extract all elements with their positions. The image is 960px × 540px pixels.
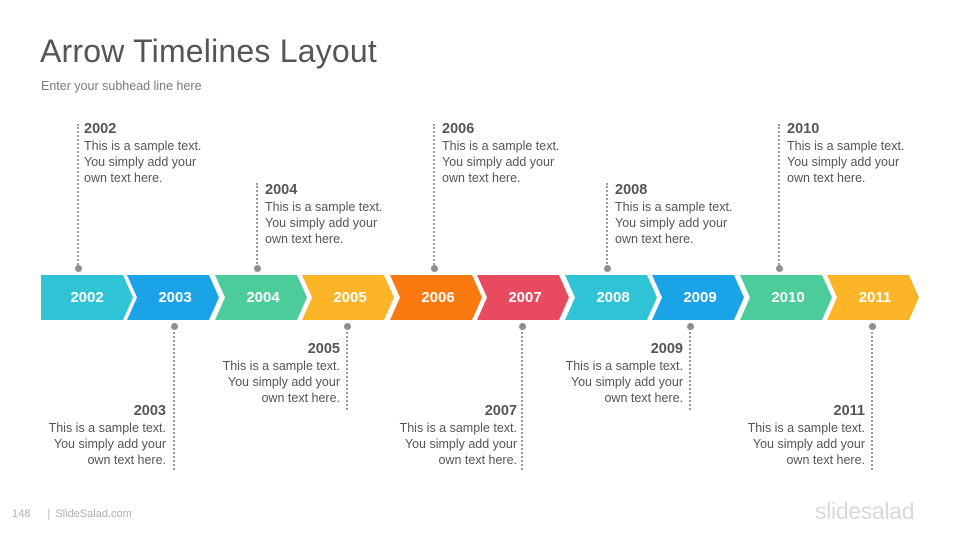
timeline-arrow-2005: 2005 [302,275,394,320]
connector-dot-2002 [75,265,82,272]
timeline-arrow-2004: 2004 [215,275,307,320]
connector-dot-2010 [776,265,783,272]
note-year: 2010 [787,121,820,137]
timeline-arrow-2003: 2003 [127,275,219,320]
connector-dot-2004 [254,265,261,272]
connector-line-2010 [778,124,780,268]
note-2005: 2005 This is a sample text. You simply a… [200,340,340,406]
timeline-arrow-2010: 2010 [740,275,832,320]
connector-line-2003 [173,328,175,470]
note-2010: 2010 This is a sample text. You simply a… [787,120,927,186]
note-2008: 2008 This is a sample text. You simply a… [615,181,755,247]
note-year: 2005 [307,341,340,357]
connector-line-2007 [521,328,523,470]
note-text: This is a sample text. You simply add yo… [565,359,683,405]
note-2011: 2011 This is a sample text. You simply a… [725,402,865,468]
note-year: 2002 [84,121,117,137]
note-2006: 2006 This is a sample text. You simply a… [442,120,582,186]
connector-line-2005 [346,328,348,410]
note-2004: 2004 This is a sample text. You simply a… [265,181,405,247]
timeline-arrow-2002: 2002 [41,275,133,320]
note-year: 2004 [265,182,298,198]
note-text: This is a sample text. You simply add yo… [787,139,905,185]
arrow-label: 2007 [508,289,542,306]
connector-line-2008 [606,183,608,268]
arrow-label: 2009 [683,289,717,306]
note-2003: 2003 This is a sample text. You simply a… [26,402,166,468]
connector-line-2002 [77,124,79,268]
note-text: This is a sample text. You simply add yo… [265,200,383,246]
connector-dot-2003 [171,323,178,330]
note-year: 2009 [650,341,683,357]
connector-line-2006 [433,124,435,268]
timeline-arrow-2007: 2007 [477,275,569,320]
arrow-label: 2005 [333,289,367,306]
note-2009: 2009 This is a sample text. You simply a… [543,340,683,406]
connector-dot-2011 [869,323,876,330]
note-text: This is a sample text. You simply add yo… [399,421,517,467]
timeline-arrow-2009: 2009 [652,275,744,320]
connector-line-2011 [871,328,873,470]
footer-site: SlideSalad.com [55,508,132,520]
note-text: This is a sample text. You simply add yo… [615,200,733,246]
slide-footer: 148 | SlideSalad.com [12,508,132,520]
timeline-arrow-2006: 2006 [390,275,482,320]
note-year: 2011 [833,403,865,419]
note-year: 2007 [484,403,517,419]
connector-dot-2007 [519,323,526,330]
timeline-arrow-2011: 2011 [827,275,919,320]
note-year: 2006 [442,121,475,137]
note-text: This is a sample text. You simply add yo… [84,139,202,185]
brand-logo: slidesalad [815,498,915,524]
note-text: This is a sample text. You simply add yo… [747,421,865,467]
connector-line-2004 [256,183,258,268]
connector-dot-2005 [344,323,351,330]
arrow-label: 2010 [771,289,805,306]
arrow-label: 2002 [70,289,104,306]
note-2002: 2002 This is a sample text. You simply a… [84,120,224,186]
footer-separator: | [47,508,51,520]
arrow-label: 2011 [858,289,892,306]
note-text: This is a sample text. You simply add yo… [442,139,560,185]
connector-line-2009 [689,328,691,410]
slide-subhead: Enter your subhead line here [41,79,202,93]
note-year: 2003 [133,403,166,419]
connector-dot-2006 [431,265,438,272]
slide-title: Arrow Timelines Layout [40,33,377,69]
note-year: 2008 [615,182,648,198]
arrow-label: 2003 [158,289,192,306]
timeline-arrow-2008: 2008 [565,275,657,320]
arrow-label: 2008 [596,289,630,306]
page-number: 148 [12,508,31,520]
arrow-label: 2006 [421,289,455,306]
connector-dot-2008 [604,265,611,272]
note-2007: 2007 This is a sample text. You simply a… [377,402,517,468]
note-text: This is a sample text. You simply add yo… [222,359,340,405]
arrow-label: 2004 [246,289,280,306]
note-text: This is a sample text. You simply add yo… [48,421,166,467]
connector-dot-2009 [687,323,694,330]
